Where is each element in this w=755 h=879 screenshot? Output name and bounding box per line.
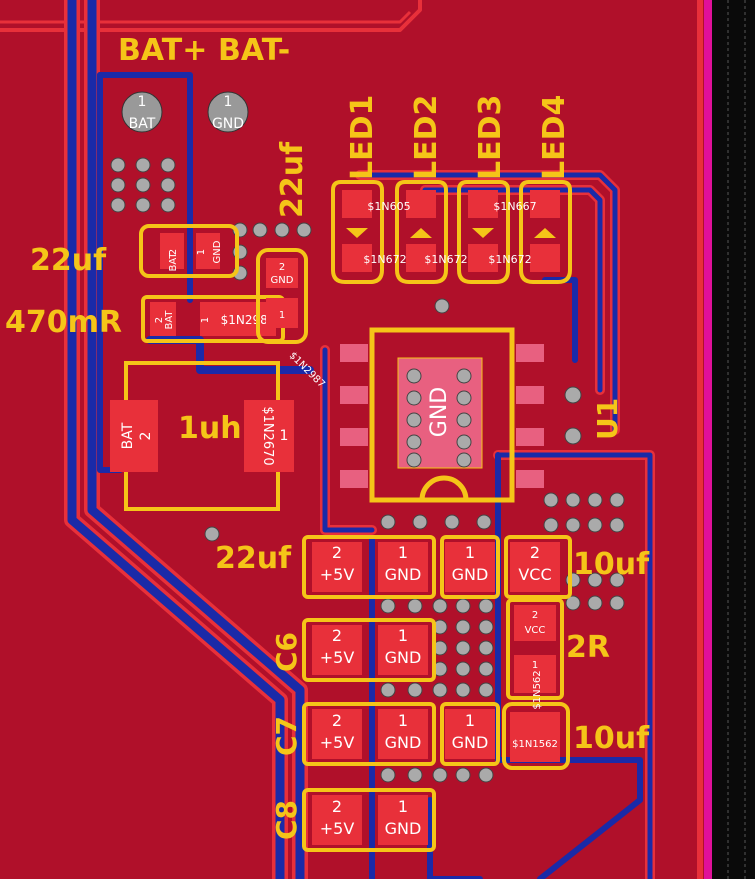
svg-text:1: 1 <box>196 249 207 255</box>
svg-text:1: 1 <box>465 543 475 562</box>
svg-text:2: 2 <box>530 543 540 562</box>
led3-label: LED3 <box>473 95 508 180</box>
svg-text:GND: GND <box>452 733 489 752</box>
cap-22uf-top-label: 22uf <box>275 141 310 218</box>
cap-22uf-top[interactable]: 2 GND 1 <box>256 248 308 344</box>
svg-text:1: 1 <box>279 310 285 321</box>
svg-text:GND: GND <box>385 648 422 667</box>
svg-text:2: 2 <box>168 249 179 255</box>
via-grid-center <box>380 514 494 783</box>
bat-plus-label: BAT+ <box>118 33 207 68</box>
led1-label: LED1 <box>345 95 380 180</box>
svg-text:1: 1 <box>200 317 211 323</box>
svg-text:BAT: BAT <box>120 422 136 449</box>
c6-label: C6 <box>270 632 303 672</box>
led-array: $1N605 $1N667 $1N672 $1N672 $1N672 <box>331 180 572 284</box>
c8-label: C8 <box>270 800 303 840</box>
inductor-1uh[interactable]: 2 BAT 1 $1N2670 <box>110 361 294 511</box>
svg-text:$1N605: $1N605 <box>367 200 410 213</box>
bat-minus-label: BAT- <box>218 33 290 68</box>
svg-text:2: 2 <box>332 797 342 816</box>
svg-text:+5V: +5V <box>320 733 355 752</box>
svg-text:1: 1 <box>532 660 538 671</box>
board-edge <box>704 0 712 879</box>
svg-text:1: 1 <box>398 711 408 730</box>
svg-text:2: 2 <box>279 262 285 273</box>
c7-label: C7 <box>270 716 303 756</box>
svg-text:2: 2 <box>154 317 165 323</box>
cap-22uf-mid-label: 22uf <box>215 541 292 576</box>
svg-text:GND: GND <box>212 116 244 132</box>
cap-grid <box>302 535 572 852</box>
svg-text:$1N672: $1N672 <box>424 253 467 266</box>
svg-text:2: 2 <box>332 543 342 562</box>
svg-text:1: 1 <box>224 94 233 110</box>
svg-text:1: 1 <box>398 543 408 562</box>
svg-text:$1N562: $1N562 <box>532 670 543 709</box>
svg-text:1: 1 <box>280 428 289 444</box>
svg-text:+5V: +5V <box>320 819 355 838</box>
svg-text:2: 2 <box>138 432 154 441</box>
led4-label: LED4 <box>537 95 572 180</box>
svg-text:GND: GND <box>271 275 294 286</box>
board-outside <box>712 0 755 879</box>
svg-text:1: 1 <box>138 94 147 110</box>
svg-text:+5V: +5V <box>320 565 355 584</box>
svg-text:$1N672: $1N672 <box>363 253 406 266</box>
res-470mr-label: 470mR <box>5 305 122 340</box>
svg-text:BAT: BAT <box>129 116 156 132</box>
cap-10uf-top-label: 10uf <box>573 547 650 582</box>
svg-text:GND: GND <box>452 565 489 584</box>
cap-10uf-bottom-label: 10uf <box>573 721 650 756</box>
svg-text:BAT: BAT <box>168 252 179 272</box>
svg-text:GND: GND <box>385 733 422 752</box>
svg-text:2: 2 <box>332 626 342 645</box>
ind-1uh-label: 1uh <box>178 411 242 446</box>
svg-text:GND: GND <box>212 240 223 263</box>
svg-text:GND: GND <box>427 387 452 437</box>
svg-text:GND: GND <box>385 819 422 838</box>
gnd-pad[interactable]: 1 GND <box>207 91 249 133</box>
top-traces <box>0 0 703 879</box>
cap-pad-labels: 2 +5V 1 GND 1 GND 2 VCC 2 +5V 1 GND 2 +5… <box>320 543 558 838</box>
svg-text:BAT: BAT <box>164 310 175 330</box>
res-470mr[interactable]: 2 BAT 1 $1N2987 <box>141 295 285 343</box>
svg-text:$1N667: $1N667 <box>493 200 536 213</box>
svg-text:VCC: VCC <box>518 565 551 584</box>
svg-text:$1N1562: $1N1562 <box>512 739 558 750</box>
u1-label: U1 <box>591 398 624 440</box>
svg-text:+5V: +5V <box>320 648 355 667</box>
svg-text:$1N672: $1N672 <box>488 253 531 266</box>
svg-text:1: 1 <box>398 626 408 645</box>
svg-text:$1N2987: $1N2987 <box>221 313 276 327</box>
svg-text:2: 2 <box>532 610 538 621</box>
led2-label: LED2 <box>409 95 444 180</box>
svg-text:VCC: VCC <box>525 625 546 636</box>
bat-pad[interactable]: 1 BAT <box>121 91 163 133</box>
cap-22uf-left[interactable]: 2 BAT 1 GND <box>139 224 239 278</box>
res-2r-label: 2R <box>566 630 610 665</box>
u1-ic[interactable]: GND $1N2987 <box>287 327 544 503</box>
cap-22uf-left-label: 22uf <box>30 243 107 278</box>
svg-text:1: 1 <box>398 797 408 816</box>
svg-text:GND: GND <box>385 565 422 584</box>
svg-text:2: 2 <box>332 711 342 730</box>
svg-text:$1N2670: $1N2670 <box>260 406 275 465</box>
via-grid-right <box>543 386 625 611</box>
via-grid-battery <box>110 157 176 213</box>
svg-text:1: 1 <box>465 711 475 730</box>
